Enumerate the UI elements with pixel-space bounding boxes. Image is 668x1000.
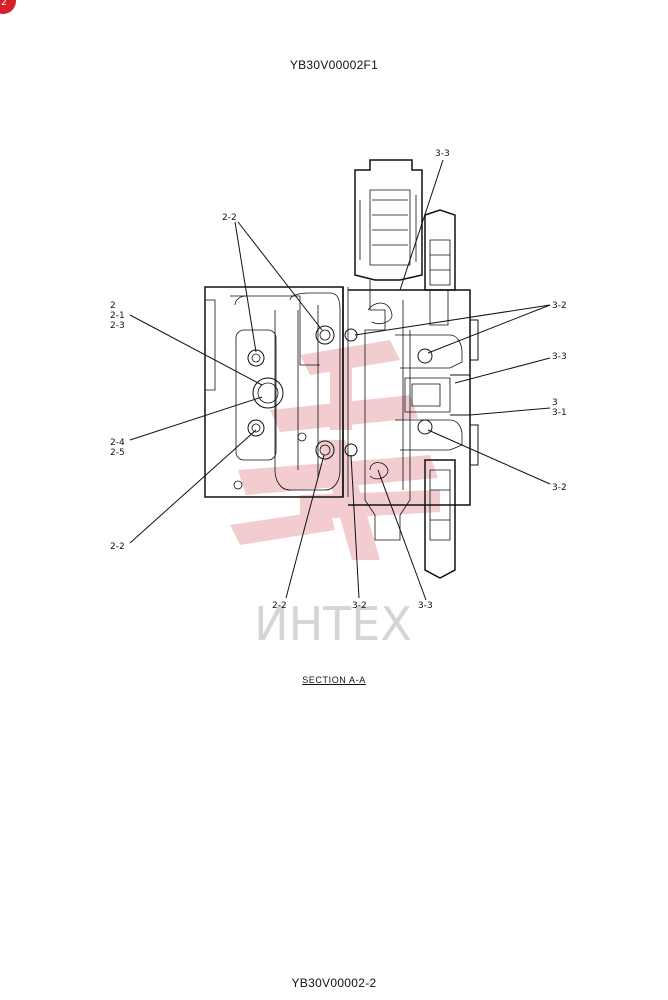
label-3-3-top: 3-3	[435, 149, 450, 159]
label-3: 3	[552, 398, 558, 408]
label-3-1: 3-1	[552, 408, 567, 418]
valve-right-block	[344, 159, 479, 579]
label-2: 2	[110, 301, 116, 311]
label-2-5: 2-5	[110, 448, 125, 458]
watermark-text: ИНТЕХ	[254, 597, 412, 651]
drawing-code-header: YB30V00002F1	[289, 58, 379, 72]
leader-lines	[129, 159, 551, 601]
label-3-3-right: 3-3	[552, 352, 567, 362]
label-2-4: 2-4	[110, 438, 125, 448]
label-3-2-upper: 3-2	[552, 301, 567, 311]
callout-labels: 2-2 2 2-1 2-3 2-4 2-5 2-2 2-2 3-2 3-3 3-…	[110, 149, 567, 611]
label-3-2-bottom: 3-2	[352, 601, 367, 611]
label-2-1: 2-1	[110, 311, 125, 321]
drawing-code-footer: YB30V00002-2	[291, 976, 377, 990]
section-title: SECTION A-A	[302, 675, 366, 685]
label-3-2-lower: 3-2	[552, 483, 567, 493]
label-2-2-bottom: 2-2	[272, 601, 287, 611]
label-2-2-left: 2-2	[110, 542, 125, 552]
label-2-2-top: 2-2	[222, 213, 237, 223]
label-3-3-bottom: 3-3	[418, 601, 433, 611]
label-2-3: 2-3	[110, 321, 125, 331]
section-caption: SECTION A-A	[0, 675, 668, 685]
